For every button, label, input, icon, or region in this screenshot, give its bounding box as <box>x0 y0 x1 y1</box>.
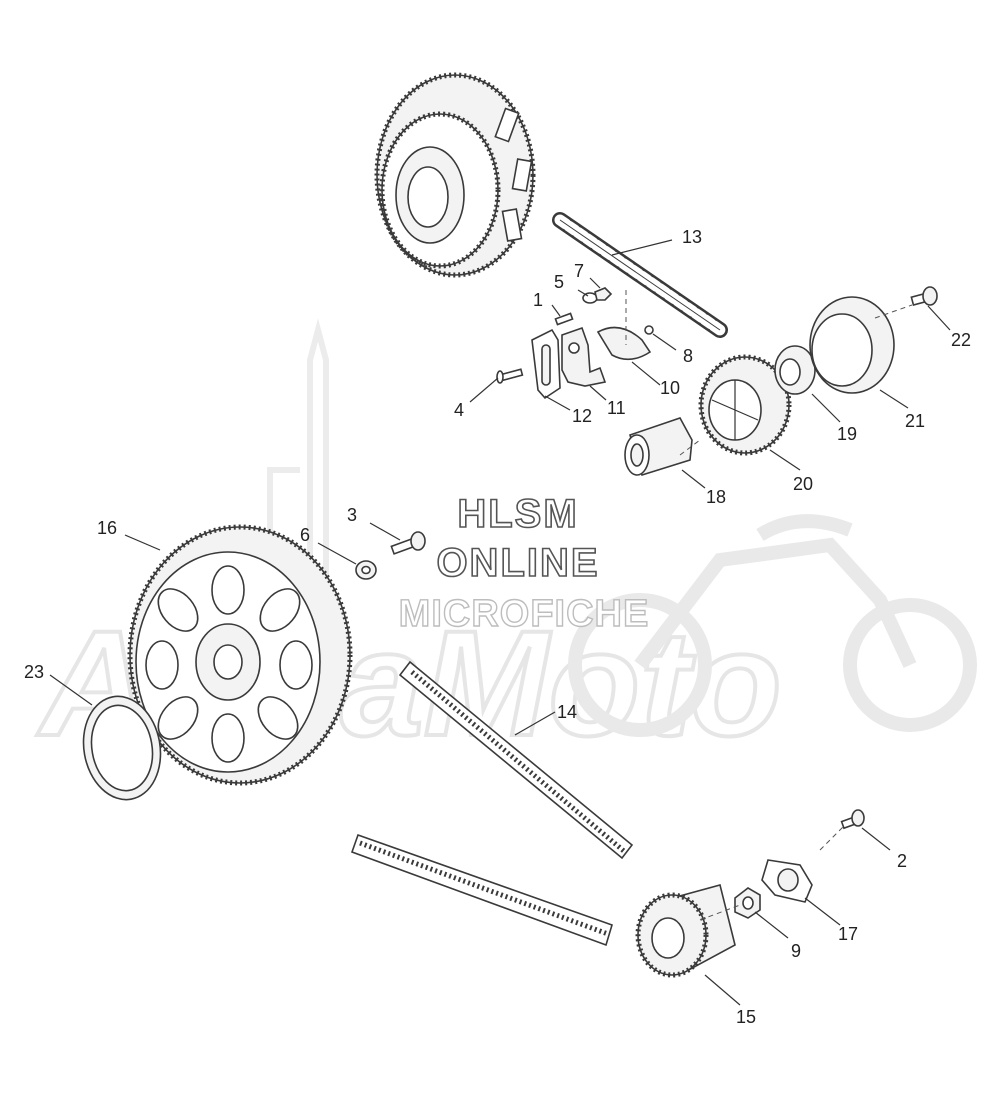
callout-8: 8 <box>683 346 693 366</box>
callout-10: 10 <box>660 378 680 398</box>
bolt-3 <box>390 531 426 555</box>
callout-17: 17 <box>838 924 858 944</box>
nut-9 <box>734 887 761 919</box>
center-watermark: HLSM ONLINE MICROFICHE <box>398 491 650 636</box>
motorcycle-watermark-icon <box>568 514 977 737</box>
shaft-extension-18 <box>624 417 693 477</box>
callout-1: 1 <box>533 290 543 310</box>
callout-2: 2 <box>897 851 907 871</box>
spacer-19 <box>774 345 816 395</box>
callout-6: 6 <box>300 525 310 545</box>
callout-16: 16 <box>97 518 117 538</box>
watermark-line-2: ONLINE <box>436 541 599 585</box>
callout-20: 20 <box>793 474 813 494</box>
clutch-basket <box>374 72 536 278</box>
callout-9: 9 <box>791 941 801 961</box>
washer-6 <box>355 560 377 580</box>
ring-23 <box>82 695 162 801</box>
callout-18: 18 <box>706 487 726 507</box>
watermark-line-3: MICROFICHE <box>399 593 650 635</box>
callout-13: 13 <box>682 227 702 247</box>
callout-22: 22 <box>951 330 971 350</box>
rear-pulley-16 <box>127 524 353 786</box>
callout-5: 5 <box>554 272 564 292</box>
callout-19: 19 <box>837 424 857 444</box>
callout-23: 23 <box>24 662 44 682</box>
callout-3: 3 <box>347 505 357 525</box>
callout-labels: 1 2 3 4 5 6 7 8 9 10 11 12 13 14 15 16 1… <box>24 227 971 1027</box>
screw-4 <box>496 368 524 384</box>
leader-lines <box>49 239 951 1006</box>
tensioner-bracket-11 <box>561 326 607 387</box>
adjuster-plate-12 <box>531 328 561 400</box>
tensioner-shoe-10 <box>596 326 652 361</box>
callout-7: 7 <box>574 261 584 281</box>
primary-chain <box>552 212 728 338</box>
lock-plate-17 <box>761 859 813 903</box>
engine-sprocket-20 <box>698 354 792 456</box>
bolt-22 <box>910 286 938 306</box>
transmission-sprocket-15 <box>635 884 736 978</box>
callout-14: 14 <box>557 702 577 722</box>
alignment-lines <box>625 290 913 921</box>
callout-11: 11 <box>607 398 626 418</box>
callout-12: 12 <box>572 406 592 426</box>
ball-8 <box>644 325 654 335</box>
nut-7 <box>594 287 613 301</box>
callout-21: 21 <box>905 411 925 431</box>
callout-4: 4 <box>454 400 464 420</box>
rotor-21 <box>809 296 895 394</box>
screw-2 <box>840 809 865 830</box>
watermark-line-1: HLSM <box>457 492 578 536</box>
screw-1 <box>554 312 574 326</box>
drive-belt-14 <box>350 660 634 947</box>
callout-15: 15 <box>736 1007 756 1027</box>
